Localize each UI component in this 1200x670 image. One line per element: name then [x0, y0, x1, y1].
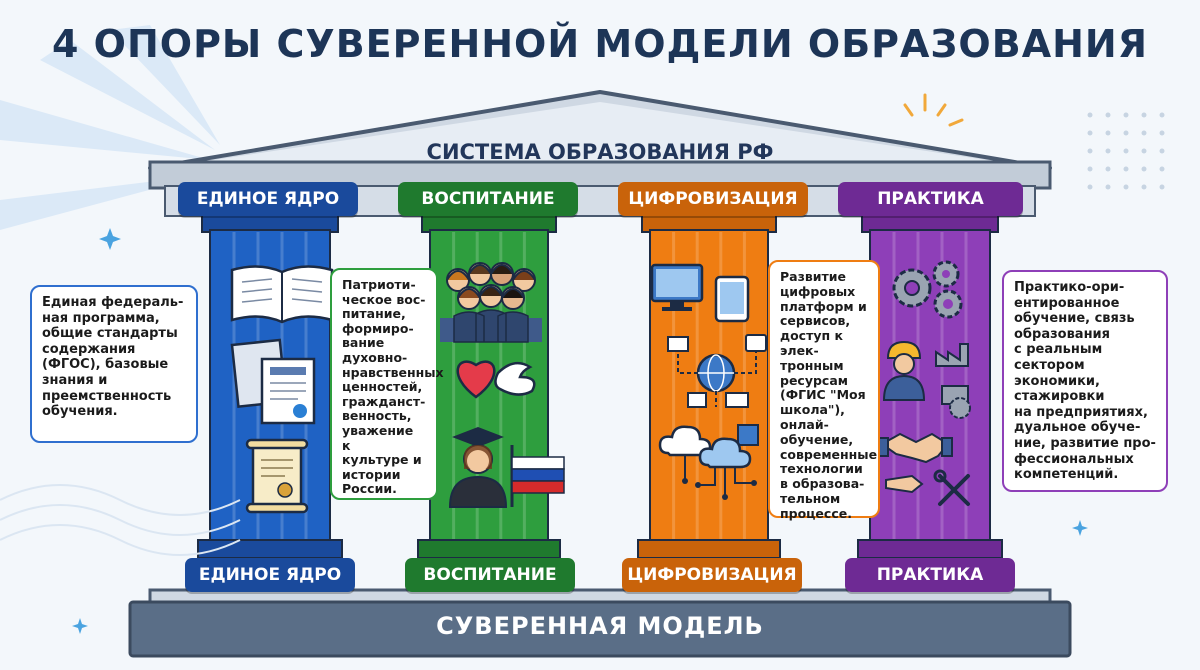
pillar-shaft-digitalization [637, 213, 781, 559]
decor-dot [1123, 166, 1129, 172]
decor-dot [1105, 148, 1111, 154]
decor-dot [1123, 184, 1129, 190]
callout-text: Патриоти- ческое вос- питание, формиро- … [342, 277, 444, 497]
callout-text: Единая федераль- ная программа, общие ст… [42, 295, 184, 420]
callout-unified-core: Единая федераль- ная программа, общие ст… [30, 285, 198, 443]
pillar-capital-top-practice: ПРАКТИКА [838, 182, 1023, 216]
roof-inner [200, 102, 1000, 162]
base-label: СУВЕРЕННАЯ МОДЕЛЬ [436, 612, 764, 640]
decor-dot [1105, 184, 1111, 190]
decor-dot [1123, 112, 1129, 118]
pillar-base-digitalization: ЦИФРОВИЗАЦИЯ [622, 558, 802, 592]
callout-digitalization: Развитие цифровых платформ и сервисов, д… [768, 260, 880, 521]
idea-sparkle-decoration [903, 93, 964, 127]
decor-dot [1141, 112, 1147, 118]
page-title: 4 ОПОРЫ СУВЕРЕННОЙ МОДЕЛИ ОБРАЗОВАНИЯ [52, 22, 1148, 66]
decor-dot [1141, 166, 1147, 172]
pillar-capital-top-digitalization: ЦИФРОВИЗАЦИЯ [618, 182, 808, 216]
decor-dot [1159, 112, 1165, 118]
decor-dot [1123, 148, 1129, 154]
pillar-capital-top-upbringing: ВОСПИТАНИЕ [398, 182, 578, 216]
decor-dot [1159, 166, 1165, 172]
callout-practice: Практико-ори- ентированное обучение, свя… [1002, 270, 1168, 492]
pillar-name: ПРАКТИКА [877, 189, 984, 209]
pillar-base-practice: ПРАКТИКА [845, 558, 1015, 592]
decor-dot [1087, 148, 1093, 154]
pillar-capital-top-unified-core: ЕДИНОЕ ЯДРО [178, 182, 358, 216]
callout-upbringing: Патриоти- ческое вос- питание, формиро- … [330, 268, 444, 500]
pillar-shaft-upbringing [417, 213, 561, 559]
decor-dot [1123, 130, 1129, 136]
pillar-name: ЦИФРОВИЗАЦИЯ [627, 565, 797, 585]
decor-dot [1087, 130, 1093, 136]
callout-text: Практико-ори- ентированное обучение, свя… [1014, 280, 1156, 483]
decor-dot [1159, 148, 1165, 154]
pillar-name: ПРАКТИКА [876, 565, 984, 585]
dot-grid-decoration [1087, 112, 1165, 190]
pillar-name: ЦИФРОВИЗАЦИЯ [628, 189, 798, 209]
roof-label: СИСТЕМА ОБРАЗОВАНИЯ РФ [426, 140, 774, 164]
pillar-base-unified-core: ЕДИНОЕ ЯДРО [185, 558, 355, 592]
decor-dot [1141, 130, 1147, 136]
decor-dot [1087, 166, 1093, 172]
decor-dot [1105, 112, 1111, 118]
decor-dot [1141, 148, 1147, 154]
pillar-name: ВОСПИТАНИЕ [423, 565, 557, 585]
pillar-shaft-unified-core [197, 213, 343, 559]
decor-dot [1141, 184, 1147, 190]
pillar-name: ЕДИНОЕ ЯДРО [196, 189, 340, 209]
callout-text: Развитие цифровых платформ и сервисов, д… [780, 269, 878, 521]
decor-dot [1087, 112, 1093, 118]
pillar-name: ВОСПИТАНИЕ [421, 189, 555, 209]
sparkle-decoration [72, 228, 1088, 634]
decor-dot [1105, 166, 1111, 172]
decor-dot [1087, 184, 1093, 190]
wave-decoration [0, 484, 241, 556]
decor-dot [1105, 130, 1111, 136]
pillar-name: ЕДИНОЕ ЯДРО [198, 565, 342, 585]
decor-dot [1159, 184, 1165, 190]
decor-dot [1159, 130, 1165, 136]
pillar-base-upbringing: ВОСПИТАНИЕ [405, 558, 575, 592]
base-step [128, 600, 1072, 658]
